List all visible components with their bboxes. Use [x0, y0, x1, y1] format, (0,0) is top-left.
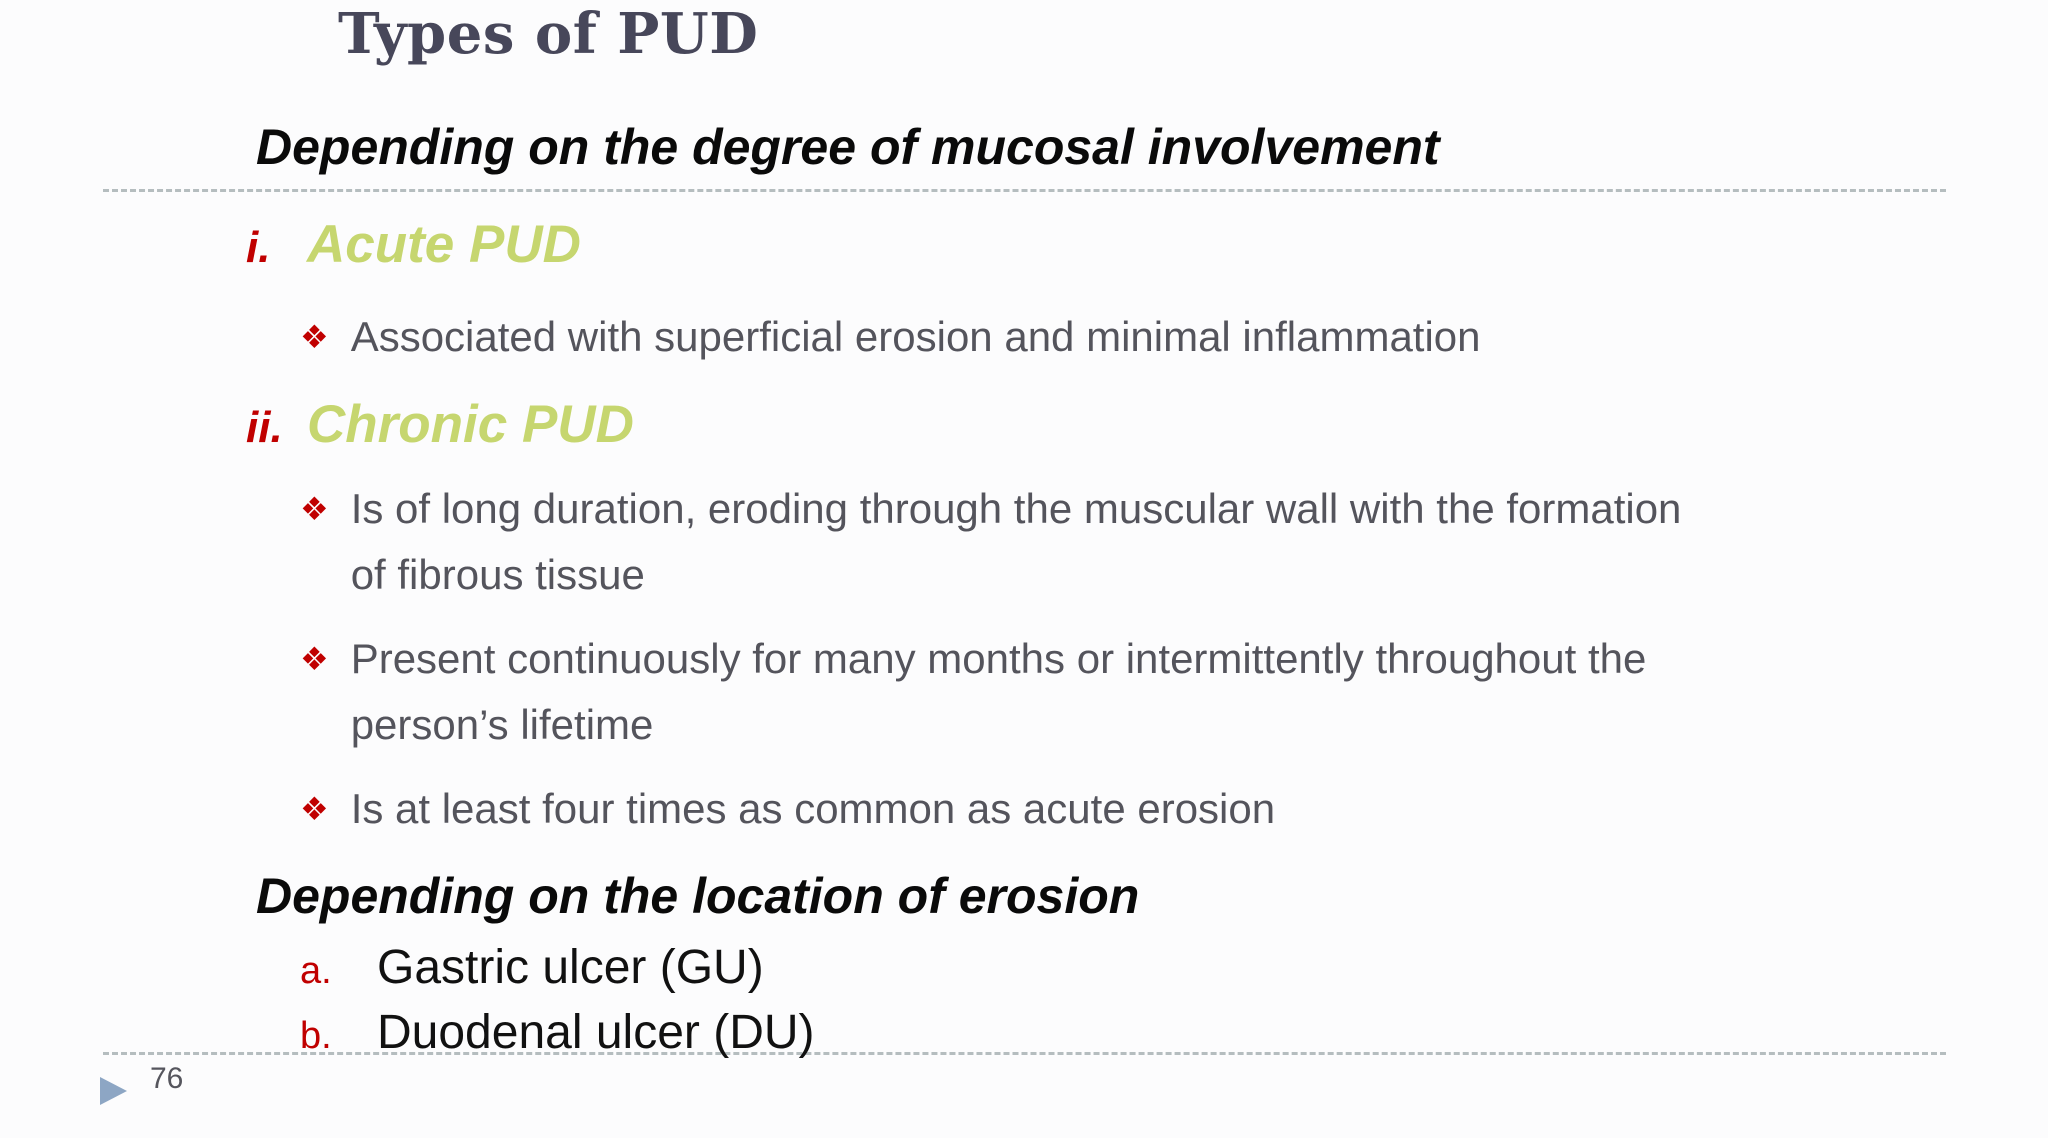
- bullet-text-line: Is at least four times as common as acut…: [350, 785, 1276, 832]
- bullet-text-line: of fibrous tissue: [350, 551, 645, 598]
- bullet-text-line: Is of long duration, eroding through the…: [350, 485, 1682, 532]
- section-heading-degree: Depending on the degree of mucosal invol…: [256, 119, 1440, 175]
- diamond-bullet-icon: ❖: [300, 641, 329, 677]
- slide-footer-arrow-icon: [100, 1077, 127, 1105]
- page-number: 76: [150, 1062, 184, 1095]
- dashed-divider-top: [103, 189, 1946, 192]
- list-entry-chronic: ii. Chronic PUD: [246, 393, 634, 457]
- bullet-item-present-continuously: ❖ Present continuously for many months o…: [300, 626, 1646, 758]
- lettered-item-text: Gastric ulcer (GU): [377, 941, 764, 994]
- dashed-divider-bottom: [103, 1052, 1946, 1055]
- section-heading-location: Depending on the location of erosion: [256, 868, 1140, 924]
- lettered-item-gastric-ulcer: a. Gastric ulcer (GU): [300, 938, 764, 998]
- bullet-text: Present continuously for many months or …: [351, 626, 1647, 758]
- diamond-bullet-icon: ❖: [300, 491, 329, 527]
- bullet-text-line: Present continuously for many months or …: [350, 635, 1647, 682]
- list-entry-acute-title: Acute PUD: [307, 215, 581, 274]
- list-entry-chronic-number: ii.: [246, 403, 283, 452]
- list-entry-chronic-title: Chronic PUD: [307, 395, 634, 454]
- bullet-text: Associated with superficial erosion and …: [351, 304, 1481, 370]
- bullet-text-line: Associated with superficial erosion and …: [350, 313, 1481, 360]
- bullet-item-four-times-common: ❖ Is at least four times as common as ac…: [300, 776, 1275, 842]
- lettered-item-marker: b.: [300, 1015, 332, 1057]
- bullet-item-long-duration: ❖ Is of long duration, eroding through t…: [300, 476, 1681, 608]
- list-entry-acute: i. Acute PUD: [246, 213, 581, 277]
- slide-title: Types of PUD: [338, 1, 759, 67]
- bullet-item-superficial-erosion: ❖ Associated with superficial erosion an…: [300, 304, 1481, 370]
- lettered-item-text: Duodenal ulcer (DU): [377, 1006, 815, 1059]
- lettered-item-duodenal-ulcer: b. Duodenal ulcer (DU): [300, 1003, 815, 1063]
- diamond-bullet-icon: ❖: [300, 319, 329, 355]
- list-entry-acute-number: i.: [246, 223, 271, 272]
- diamond-bullet-icon: ❖: [300, 791, 329, 827]
- bullet-text-line: person’s lifetime: [350, 701, 654, 748]
- bullet-text: Is of long duration, eroding through the…: [351, 476, 1682, 608]
- lettered-item-marker: a.: [300, 950, 332, 992]
- bullet-text: Is at least four times as common as acut…: [351, 776, 1275, 842]
